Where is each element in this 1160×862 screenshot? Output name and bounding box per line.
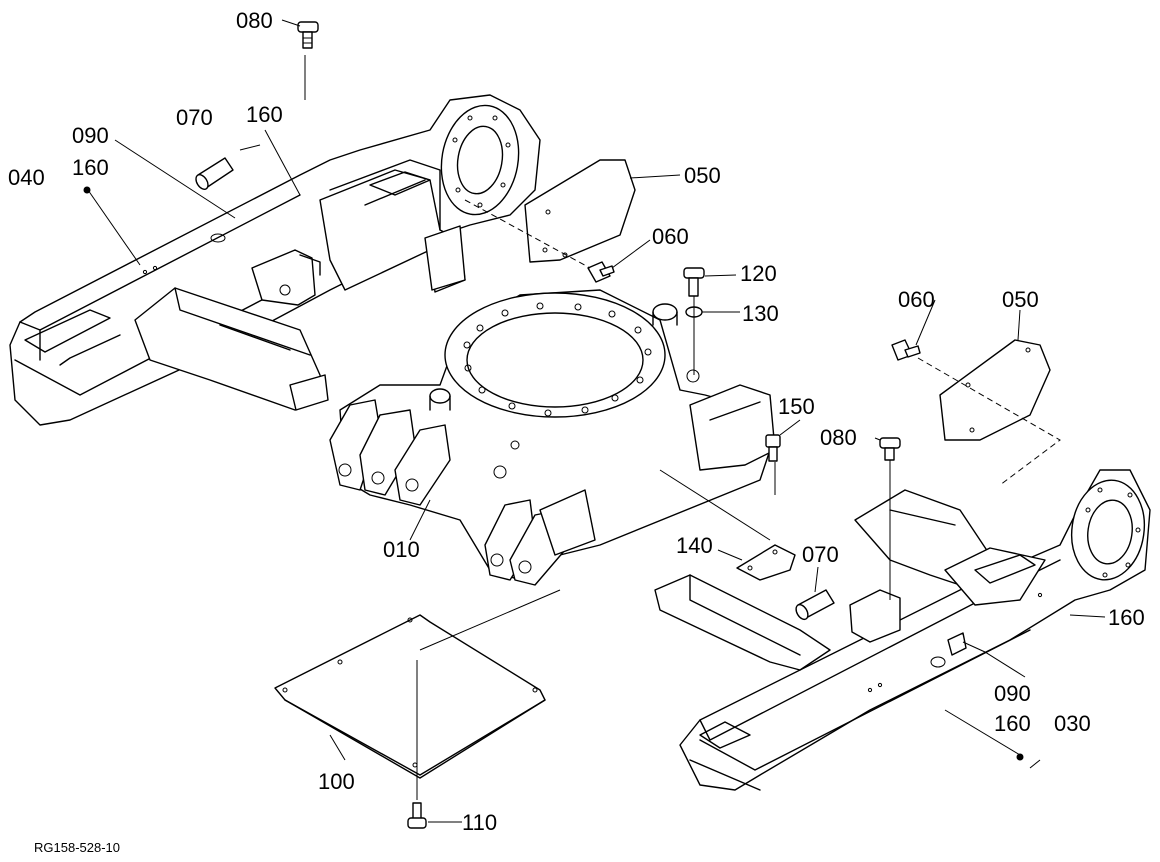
callout-labels: 080 070 160 090 160 040 050 060 120 130 … (8, 8, 1145, 855)
callout-070-right: 070 (802, 542, 839, 567)
bolt-080-right (879, 437, 901, 461)
left-track-frame (9, 94, 541, 426)
callout-050-top: 050 (684, 163, 721, 188)
cover-plate-050-right (939, 339, 1051, 441)
bolt-080-top (297, 21, 319, 49)
callout-150: 150 (778, 394, 815, 419)
pin-070-right (795, 589, 835, 621)
callout-030: 030 (1054, 711, 1091, 736)
leader-lines (83, 19, 1106, 823)
right-track-frame (654, 469, 1151, 791)
drawing-reference: RG158-528-10 (34, 840, 120, 855)
callout-130: 130 (742, 301, 779, 326)
callout-070-left: 070 (176, 105, 213, 130)
cover-plate-050-top (524, 159, 636, 263)
callout-160-bottom: 160 (994, 711, 1031, 736)
callout-120: 120 (740, 261, 777, 286)
callout-010: 010 (383, 537, 420, 562)
callout-050-right: 050 (1002, 287, 1039, 312)
callout-160-upper: 160 (246, 102, 283, 127)
callout-160-left: 160 (72, 155, 109, 180)
callout-110: 110 (462, 810, 497, 835)
callout-090-left: 090 (72, 123, 109, 148)
plate-140 (736, 544, 796, 581)
callout-100: 100 (318, 769, 355, 794)
bolt-060-top (587, 261, 615, 283)
callout-060-top: 060 (652, 224, 689, 249)
callout-140: 140 (676, 533, 713, 558)
callout-080-top: 080 (236, 8, 273, 33)
bolt-110 (407, 802, 427, 829)
callout-160-right: 160 (1108, 605, 1145, 630)
callout-040: 040 (8, 165, 45, 190)
under-cover-100 (274, 614, 546, 779)
callout-060-right: 060 (898, 287, 935, 312)
bolt-060-right (891, 339, 921, 361)
bolt-150 (765, 434, 781, 462)
pin-070-left (195, 157, 234, 190)
callout-080-right: 080 (820, 425, 857, 450)
callout-090-right: 090 (994, 681, 1031, 706)
center-frame (329, 289, 776, 586)
